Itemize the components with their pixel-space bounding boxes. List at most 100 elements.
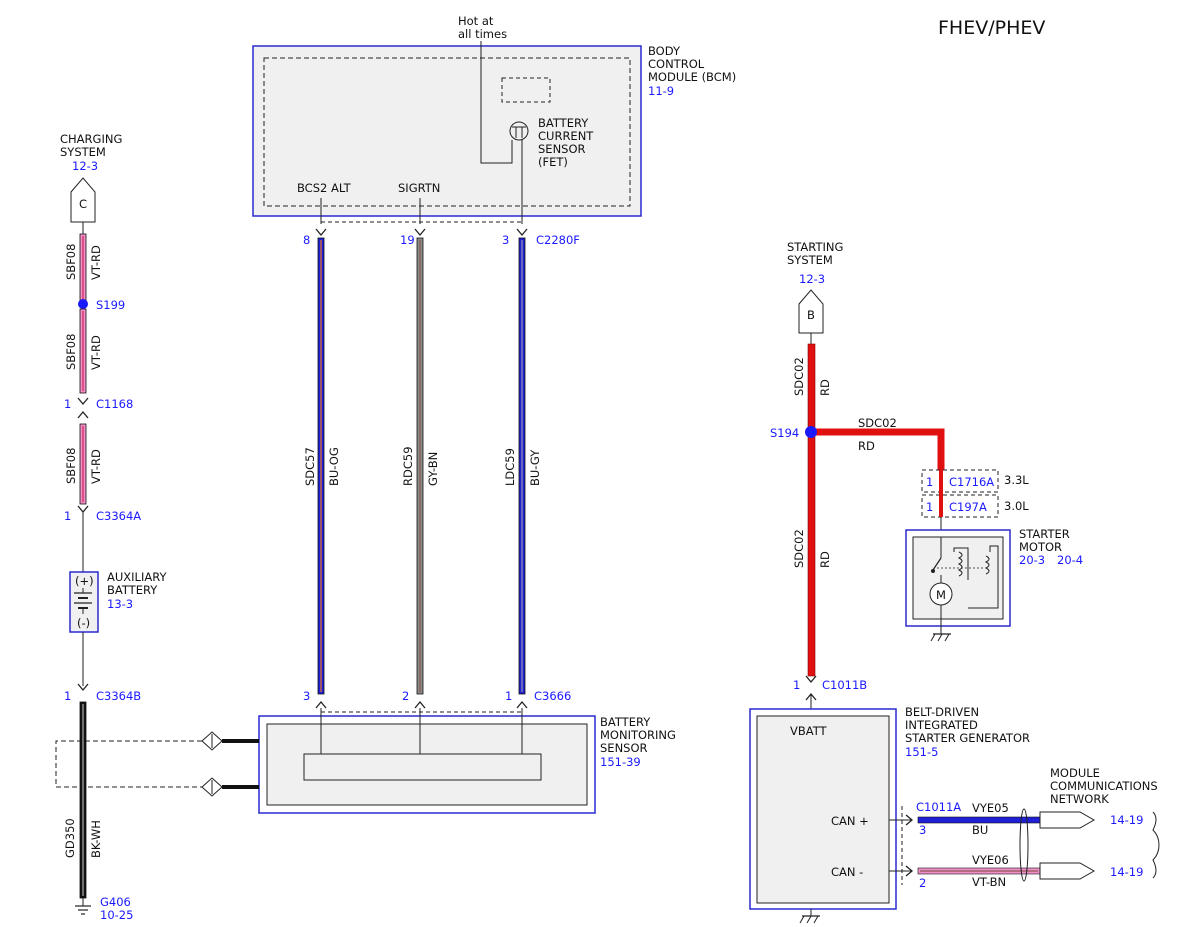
c1168-label: C1168 bbox=[96, 397, 133, 411]
battery-minus: (-) bbox=[77, 616, 90, 630]
c3364a-label: C3364A bbox=[96, 509, 141, 523]
splice-s199-icon bbox=[78, 299, 88, 309]
sensor-label-3: SENSOR bbox=[538, 142, 586, 156]
network-ref-b: 14-19 bbox=[1110, 865, 1143, 879]
wire-sbf08-3-color: VT-RD bbox=[89, 449, 103, 484]
c1168-pin: 1 bbox=[64, 397, 71, 411]
hot-label-1: Hot at bbox=[458, 14, 494, 28]
wire-sbf08-1-color: VT-RD bbox=[89, 245, 103, 280]
can-minus-pin: 2 bbox=[919, 876, 926, 890]
hot-label-2: all times bbox=[458, 27, 507, 41]
ground-icon bbox=[75, 905, 91, 915]
starting-label-2: SYSTEM bbox=[787, 253, 833, 267]
splice-s194-icon bbox=[805, 426, 817, 438]
wire-sbf08-1-circuit: SBF08 bbox=[64, 244, 78, 280]
network-label-1: MODULE bbox=[1050, 766, 1100, 780]
wire-sdc02-2-circuit: SDC02 bbox=[858, 416, 897, 430]
sigrtn-label: SIGRTN bbox=[398, 181, 440, 195]
c3364a-pin: 1 bbox=[64, 509, 71, 523]
wire-gd350-color: BK-WH bbox=[89, 820, 103, 858]
c197a-label: C197A bbox=[949, 500, 987, 514]
bms-ref: 151-39 bbox=[600, 755, 641, 769]
bisg-module: VBATT CAN + CAN - BELT-DRIVEN INTEGRATED… bbox=[749, 705, 1030, 924]
connector-c3666: 3 2 1 C3666 bbox=[303, 689, 571, 713]
wire-sdc02-1-circuit: SDC02 bbox=[792, 357, 806, 396]
bisg-ground-icon bbox=[799, 909, 820, 924]
bcm-label-3: MODULE (BCM) bbox=[648, 70, 736, 84]
page-title: FHEV/PHEV bbox=[938, 17, 1045, 39]
c1011b-label: C1011B bbox=[822, 678, 867, 692]
bisg-label-2: INTEGRATED bbox=[905, 718, 978, 732]
connector-c2280f: 8 19 3 C2280F bbox=[303, 221, 580, 247]
wire-sdc02-3-circuit: SDC02 bbox=[792, 529, 806, 568]
pin-19: 19 bbox=[400, 233, 415, 247]
bms-label-2: MONITORING bbox=[600, 728, 676, 742]
aux-battery-ref: 13-3 bbox=[107, 597, 133, 611]
c2280f-label: C2280F bbox=[536, 233, 580, 247]
bms-pin-3: 3 bbox=[303, 689, 310, 703]
starter-label-1: STARTER bbox=[1019, 527, 1070, 541]
wire-sdc02-1-color: RD bbox=[818, 379, 832, 396]
wire-rdc59-circuit: RDC59 bbox=[401, 446, 415, 486]
bms-pin-1: 1 bbox=[505, 689, 512, 703]
module-communications-network: MODULE COMMUNICATIONS NETWORK bbox=[1050, 766, 1158, 806]
wire-rdc59-color: GY-BN bbox=[426, 452, 440, 486]
wire-sdc57-color: BU-OG bbox=[327, 447, 341, 486]
pin-8: 8 bbox=[303, 233, 310, 247]
wire-vye06-color: VT-BN bbox=[972, 875, 1006, 889]
bisg-label-3: STARTER GENERATOR bbox=[905, 731, 1030, 745]
network-label-2: COMMUNICATIONS bbox=[1050, 779, 1158, 793]
wire-ldc59-color: BU-GY bbox=[528, 449, 542, 486]
charging-ref: 12-3 bbox=[72, 159, 98, 173]
starter-ref-a: 20-3 bbox=[1019, 553, 1045, 567]
battery-monitoring-sensor: BATTERY MONITORING SENSOR 151-39 bbox=[55, 708, 676, 814]
c3364b-label: C3364B bbox=[96, 689, 141, 703]
battery-plus: (+) bbox=[75, 574, 94, 588]
starter-ref-b: 20-4 bbox=[1057, 553, 1083, 567]
sensor-label-1: BATTERY bbox=[538, 116, 589, 130]
c1011a-label: C1011A bbox=[916, 800, 961, 814]
charging-system: CHARGING SYSTEM 12-3 C S199 1 C1168 SBF0… bbox=[60, 132, 141, 572]
starter-ground-icon bbox=[930, 633, 951, 642]
wire-ldc59-circuit: LDC59 bbox=[503, 448, 517, 486]
bcs2-alt-label: BCS2 ALT bbox=[297, 181, 352, 195]
wire-sbf08-2-color: VT-RD bbox=[89, 335, 103, 370]
engine-3-0l: 3.0L bbox=[1004, 499, 1029, 513]
can-minus-label: CAN - bbox=[831, 865, 863, 879]
bcm-ref: 11-9 bbox=[648, 84, 674, 98]
splice-s199: S199 bbox=[96, 298, 125, 312]
can-plus-pin: 3 bbox=[919, 823, 926, 837]
bcm-label-1: BODY bbox=[648, 44, 681, 58]
ground-circuit: GD350 BK-WH G406 10-25 bbox=[63, 701, 133, 922]
ground-name: G406 bbox=[100, 895, 131, 909]
wire-sdc57-circuit: SDC57 bbox=[303, 447, 317, 486]
bms-pin-2: 2 bbox=[402, 689, 409, 703]
bisg-label-1: BELT-DRIVEN bbox=[905, 705, 979, 719]
motor-letter: M bbox=[936, 588, 946, 602]
bms-label-3: SENSOR bbox=[600, 741, 648, 755]
charging-connector-letter: C bbox=[79, 197, 87, 211]
starting-label-1: STARTING bbox=[787, 240, 843, 254]
ground-ref: 10-25 bbox=[100, 908, 133, 922]
starting-ref: 12-3 bbox=[799, 272, 825, 286]
c3666-label: C3666 bbox=[534, 689, 571, 703]
bms-wires: SDC57 BU-OG RDC59 GY-BN LDC59 BU-GY bbox=[303, 237, 542, 695]
can-plus-label: CAN + bbox=[831, 814, 869, 828]
c1716a-label: C1716A bbox=[949, 475, 994, 489]
vbatt-label: VBATT bbox=[790, 724, 828, 738]
aux-battery-label-1: AUXILIARY bbox=[107, 570, 167, 584]
c3364b-pin: 1 bbox=[64, 689, 71, 703]
bisg-ref: 151-5 bbox=[905, 745, 938, 759]
c1716a-pin: 1 bbox=[926, 475, 933, 489]
sensor-label-2: CURRENT bbox=[538, 129, 594, 143]
auxiliary-battery: (+) (-) AUXILIARY BATTERY 13-3 1 C3364B bbox=[64, 570, 167, 703]
charging-label-1: CHARGING bbox=[60, 132, 122, 146]
aux-battery-label-2: BATTERY bbox=[107, 583, 158, 597]
pin-3: 3 bbox=[502, 233, 509, 247]
splice-s194: S194 bbox=[770, 426, 799, 440]
charging-label-2: SYSTEM bbox=[60, 145, 106, 159]
bcm-label-2: CONTROL bbox=[648, 57, 705, 71]
starter-motor: M STARTER MOTOR 20-3 20-4 bbox=[905, 527, 1083, 642]
wire-sdc02-3-color: RD bbox=[818, 551, 832, 568]
